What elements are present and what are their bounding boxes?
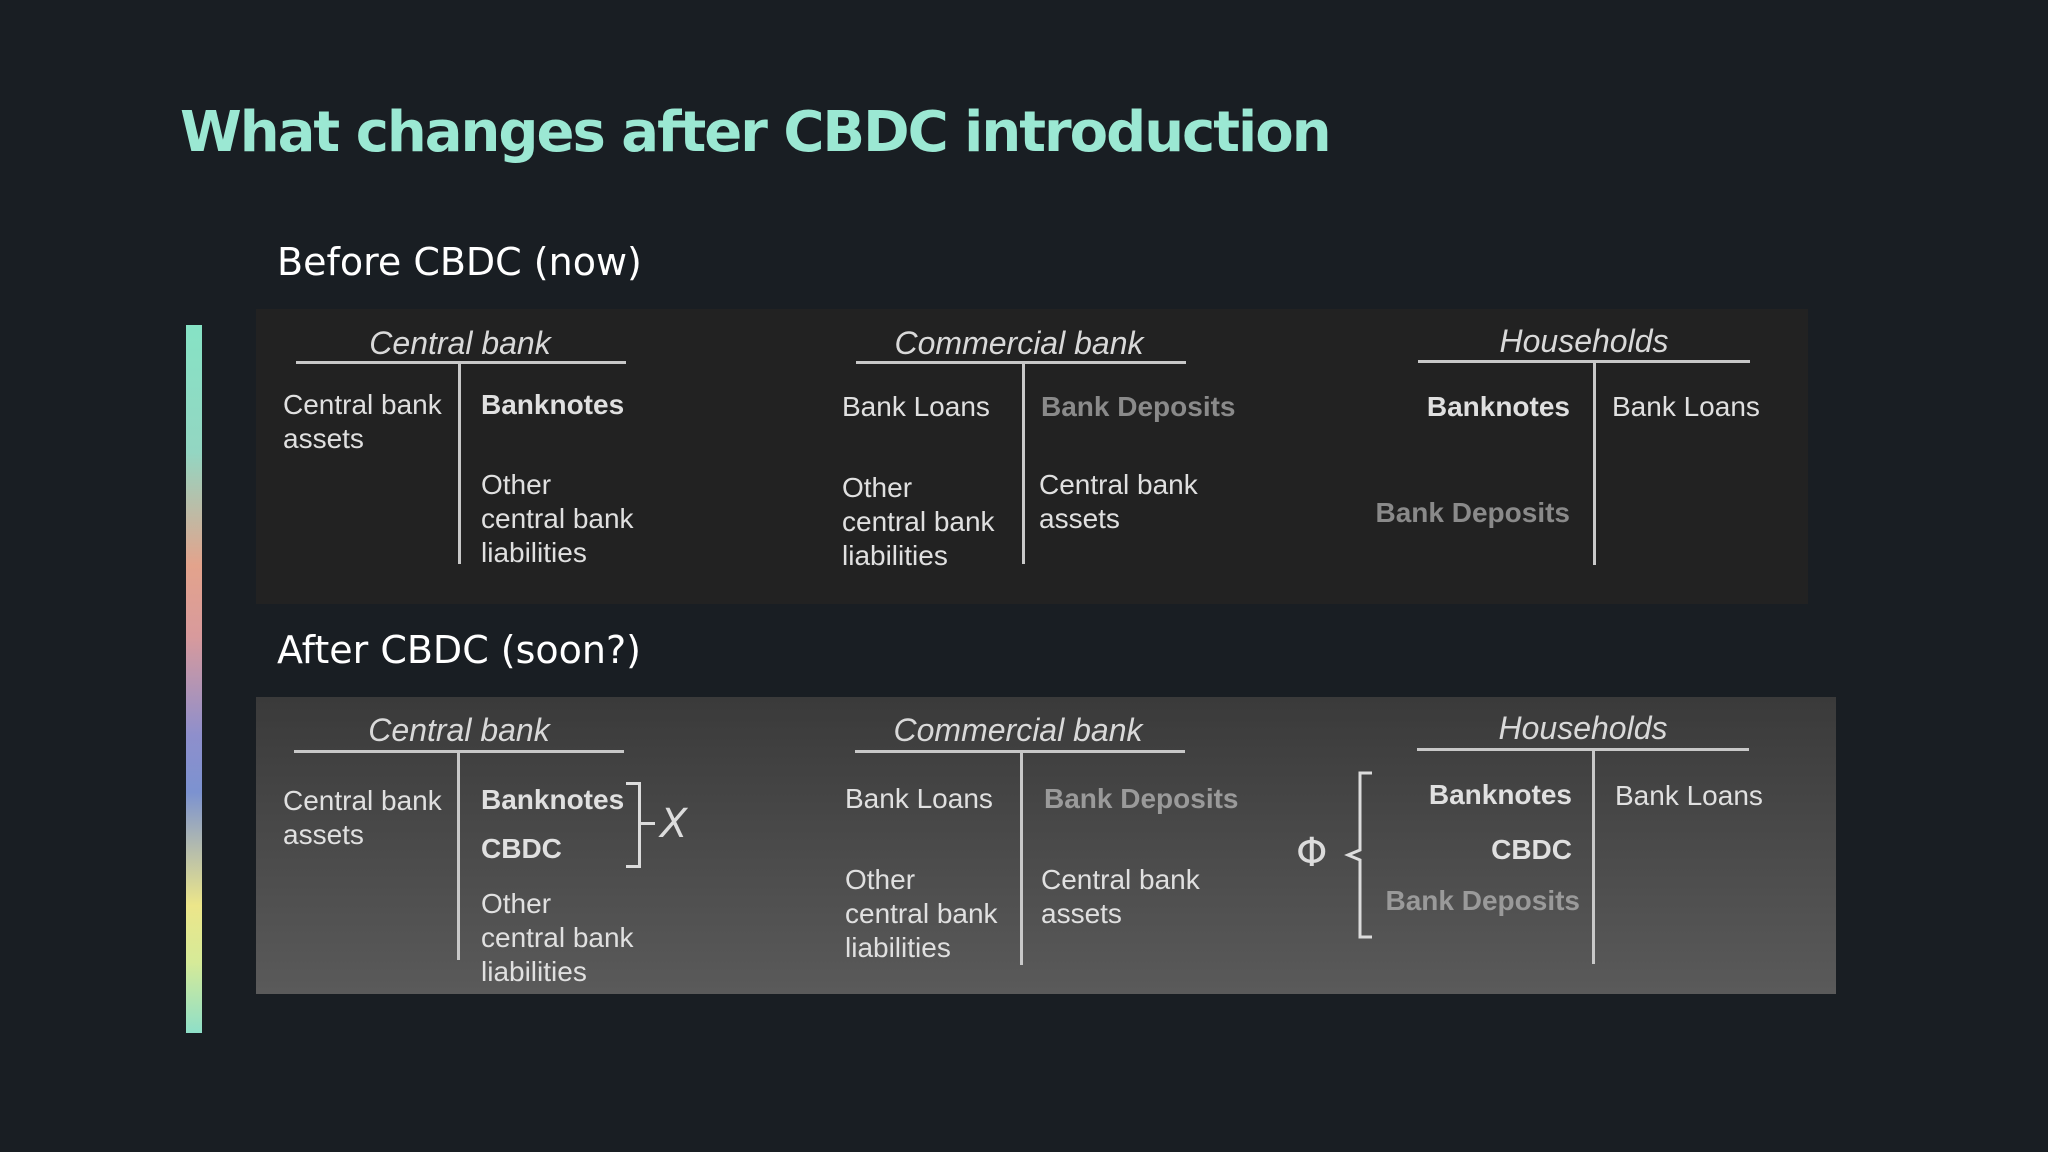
before-balance-sheets: Central bank Central bank assets Banknot… — [256, 309, 1808, 604]
t-account-horizontal-line — [1418, 360, 1750, 363]
assets-entry: Other central bank liabilities — [842, 472, 995, 571]
liability-entry: Central bank assets — [1039, 469, 1198, 534]
accent-bar — [186, 325, 202, 1033]
t-account-heading: Households — [1499, 323, 1669, 359]
after-balance-sheets: Central bank Central bank assets Banknot… — [256, 697, 1836, 994]
assets-entry: Banknotes — [1428, 779, 1572, 810]
t-account-heading: Households — [1498, 710, 1668, 746]
t-account-vertical-line — [1592, 751, 1595, 964]
t-account-vertical-line — [458, 364, 461, 564]
liability-entry: Banknotes — [481, 389, 625, 420]
liability-entry: Bank Loans — [1612, 391, 1760, 422]
after-section-label: After CBDC (soon?) — [277, 628, 642, 672]
t-account-horizontal-line — [296, 361, 626, 364]
assets-entry: Bank Deposits — [1385, 885, 1581, 916]
assets-entry: Central bank assets — [283, 785, 442, 850]
liability-entry: Other central bank liabilities — [481, 469, 634, 568]
x-symbol: X — [660, 801, 688, 847]
bracket-tick — [641, 822, 655, 825]
assets-entry: Bank Loans — [842, 391, 990, 422]
t-account-heading: Commercial bank — [894, 325, 1144, 361]
assets-entry: Banknotes — [1426, 391, 1570, 422]
assets-entry: Other central bank liabilities — [845, 864, 998, 963]
liability-entry: Bank Deposits — [1041, 391, 1236, 422]
liability-entry: Central bank assets — [1041, 864, 1200, 929]
liability-entry: Bank Loans — [1615, 780, 1763, 811]
page-title: What changes after CBDC introduction — [180, 100, 1332, 165]
assets-entry: Bank Deposits — [1375, 497, 1571, 528]
before-section-label: Before CBDC (now) — [277, 240, 642, 284]
t-account-heading: Central bank — [368, 712, 550, 748]
t-account-horizontal-line — [856, 361, 1186, 364]
liability-entry: CBDC — [481, 833, 562, 864]
t-account-vertical-line — [457, 753, 460, 960]
t-account-horizontal-line — [1417, 748, 1749, 751]
phi-symbol: Φ — [1296, 830, 1328, 876]
liability-entry: Banknotes — [481, 784, 625, 815]
liability-entry: Bank Deposits — [1044, 783, 1239, 814]
left-curly-bracket — [1344, 771, 1372, 939]
t-account-vertical-line — [1020, 753, 1023, 965]
liability-entry: Other central bank liabilities — [481, 888, 634, 987]
t-account-heading: Central bank — [369, 325, 551, 361]
t-account-heading: Commercial bank — [893, 712, 1143, 748]
right-bracket — [626, 782, 641, 868]
assets-entry: CBDC — [1491, 834, 1572, 865]
assets-entry: Central bank assets — [283, 389, 442, 454]
t-account-vertical-line — [1593, 363, 1596, 565]
t-account-vertical-line — [1022, 364, 1025, 564]
t-account-horizontal-line — [855, 750, 1185, 753]
assets-entry: Bank Loans — [845, 783, 993, 814]
t-account-horizontal-line — [294, 750, 624, 753]
